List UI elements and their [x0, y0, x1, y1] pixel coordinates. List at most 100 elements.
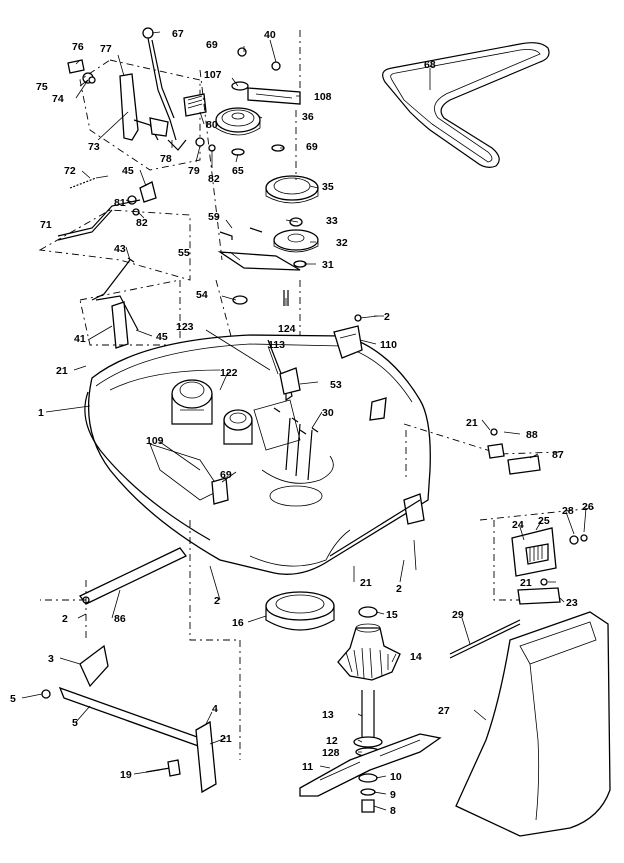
callout-23: 23 [566, 597, 578, 609]
callout-78: 78 [160, 153, 172, 165]
bracket-55 [217, 251, 301, 271]
callout-75: 75 [36, 81, 48, 93]
callout-9: 9 [390, 789, 396, 801]
callout-74: 74 [52, 93, 64, 105]
callout-69-c: 69 [220, 469, 232, 481]
bracket-3 [79, 644, 109, 688]
pulley-stack [199, 30, 319, 341]
callout-65: 65 [232, 165, 244, 177]
callout-69: 69 [206, 39, 218, 51]
callout-2-b: 2 [396, 583, 402, 595]
callout-109: 109 [146, 435, 164, 447]
springs-and-rods-left [38, 175, 191, 349]
callout-3: 3 [48, 653, 54, 665]
linkage-assembly-top-left [67, 27, 216, 171]
callout-33: 33 [326, 215, 338, 227]
callout-29: 29 [452, 609, 464, 621]
callout-67: 67 [172, 28, 184, 40]
callout-32: 32 [336, 237, 348, 249]
callout-13: 13 [322, 709, 334, 721]
callout-122: 122 [220, 367, 238, 379]
callout-124: 124 [278, 323, 296, 335]
callout-10: 10 [390, 771, 402, 783]
callout-5-b: 5 [72, 717, 78, 729]
callout-31: 31 [322, 259, 334, 271]
callout-72: 72 [64, 165, 76, 177]
callout-86: 86 [114, 613, 126, 625]
discharge-chute-27 [455, 611, 611, 837]
callout-1: 1 [38, 407, 44, 419]
callout-19: 19 [120, 769, 132, 781]
callout-21-d: 21 [520, 577, 532, 589]
callout-107: 107 [204, 69, 222, 81]
discharge-chute-parts [449, 507, 595, 659]
spindle-assembly [299, 606, 442, 813]
callout-79: 79 [188, 165, 200, 177]
callout-2: 2 [384, 311, 390, 323]
bar-86 [79, 547, 187, 605]
pulley-32 [273, 229, 319, 251]
callout-12: 12 [326, 735, 338, 747]
callout-21: 21 [56, 365, 68, 377]
callout-88: 88 [526, 429, 538, 441]
callout-41: 41 [74, 333, 86, 345]
callout-59: 59 [208, 211, 220, 223]
leader-lines [21, 31, 587, 811]
callout-43: 43 [114, 243, 126, 255]
pulley-35 [265, 175, 319, 201]
callout-81: 81 [114, 197, 126, 209]
callout-25: 25 [538, 515, 550, 527]
callout-5: 5 [10, 693, 16, 705]
callout-21-e: 21 [220, 733, 232, 745]
callout-26: 26 [582, 501, 594, 513]
bracket-4 [195, 720, 217, 794]
callout-28: 28 [562, 505, 574, 517]
callout-14: 14 [410, 651, 422, 663]
callout-123: 123 [176, 321, 194, 333]
pin-76 [67, 59, 85, 74]
spring-80 [183, 93, 207, 117]
callout-71: 71 [40, 219, 52, 231]
callout-69-b: 69 [306, 141, 318, 153]
callout-labels: 67 76 77 75 74 73 69 40 107 108 80 36 78… [10, 28, 594, 817]
spacer-16 [265, 591, 335, 631]
callout-108: 108 [314, 91, 332, 103]
callout-2-d: 2 [62, 613, 68, 625]
callout-35: 35 [322, 181, 334, 193]
mower-deck-1 [84, 334, 431, 575]
bracket-87 [507, 455, 541, 475]
callout-113: 113 [268, 339, 285, 351]
callout-68: 68 [424, 59, 436, 71]
bracket-77 [119, 73, 139, 141]
callout-82-b: 82 [136, 217, 148, 229]
callout-2-c: 2 [214, 595, 220, 607]
callout-40: 40 [264, 29, 276, 41]
bracket-41 [111, 301, 129, 349]
callout-110: 110 [380, 339, 397, 351]
knob-67 [142, 27, 154, 39]
callout-4: 4 [212, 703, 218, 715]
lower-left-parts [40, 520, 241, 794]
callout-45-b: 45 [156, 331, 168, 343]
callout-82: 82 [208, 173, 220, 185]
callout-21-c: 21 [360, 577, 372, 589]
callout-8: 8 [390, 805, 396, 817]
right-side-parts [403, 423, 561, 480]
callout-24: 24 [512, 519, 524, 531]
callout-55: 55 [178, 247, 190, 259]
callout-73: 73 [88, 141, 100, 153]
callout-80: 80 [206, 119, 218, 131]
callout-77: 77 [100, 43, 112, 55]
callout-30: 30 [322, 407, 334, 419]
callout-11: 11 [302, 761, 313, 773]
bracket-110 [333, 314, 363, 359]
callout-53: 53 [330, 379, 342, 391]
callout-87: 87 [552, 449, 564, 461]
callout-76: 76 [72, 41, 84, 53]
blade-11 [299, 733, 442, 797]
callout-128: 128 [322, 747, 340, 759]
callout-16: 16 [232, 617, 244, 629]
callout-36: 36 [302, 111, 314, 123]
